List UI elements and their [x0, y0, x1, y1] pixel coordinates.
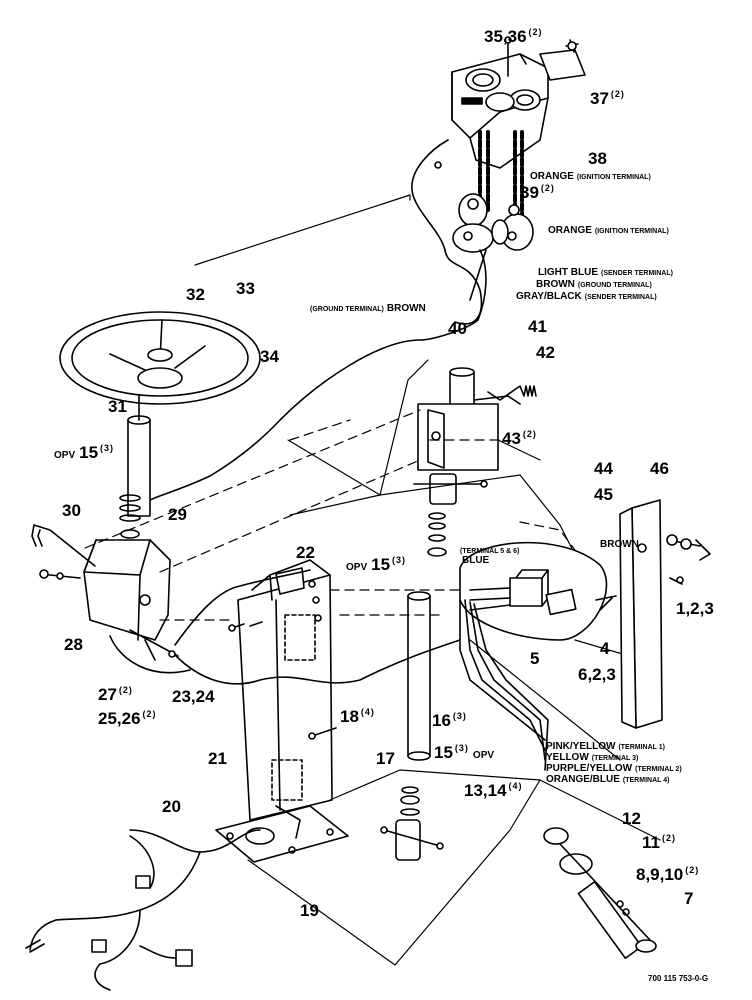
- drawing-code: 700 115 753-0-G: [648, 974, 709, 983]
- instrument-cluster: [451, 53, 549, 169]
- callout-33: 33: [236, 279, 255, 298]
- callout-44: 44: [594, 459, 613, 478]
- wire-label-orange-2: ORANGE(IGNITION TERMINAL): [548, 225, 669, 236]
- mounting-bracket-46: [619, 499, 711, 729]
- callout-15-opv-c: 15(3)OPV: [434, 743, 495, 762]
- callout-20: 20: [162, 797, 181, 816]
- callout-23-24: 23,24: [172, 687, 215, 706]
- steering-shaft: [119, 395, 151, 539]
- wire-label-orange-1: ORANGE(IGNITION TERMINAL): [530, 171, 651, 182]
- universal-joint-lower: [380, 786, 444, 861]
- wire-label-lightblue: LIGHT BLUE(SENDER TERMINAL): [538, 267, 673, 278]
- spring: [487, 385, 537, 401]
- callout-30: 30: [62, 501, 81, 520]
- shift-handle: [31, 524, 96, 567]
- callout-25-26: 25,26(2): [98, 709, 157, 728]
- cluster-harness-wire: [149, 139, 487, 501]
- callout-43: 43(2): [502, 429, 537, 448]
- assembly-dashed-lines: [84, 409, 601, 621]
- wire-label-yellow: YELLOW(TERMINAL 3): [546, 752, 639, 763]
- steering-box: [39, 539, 179, 661]
- callout-8-9-10: 8,9,10(2): [636, 865, 700, 884]
- cluster-cover: [539, 39, 586, 81]
- wire-label-brown-2: (GROUND TERMINAL)BROWN: [310, 303, 426, 314]
- callout-45: 45: [594, 485, 613, 504]
- wire-label-orangeblue: ORANGE/BLUE(TERMINAL 4): [546, 774, 670, 785]
- upper-column-tube: [417, 367, 521, 471]
- callout-11: 11(2): [642, 833, 676, 852]
- callout-13-14: 13,14(4): [464, 781, 523, 800]
- main-wiring-harness: [25, 829, 261, 991]
- lower-steering-shaft: [407, 591, 431, 761]
- callout-19: 19: [300, 901, 319, 920]
- harness-wire-long: [109, 569, 461, 685]
- callout-17: 17: [376, 749, 395, 768]
- support-base-plate: [215, 805, 349, 863]
- callout-34: 34: [260, 347, 279, 366]
- leader-lines: [194, 194, 661, 966]
- relay-harness: [459, 541, 617, 771]
- callout-5: 5: [530, 649, 540, 668]
- callout-41: 41: [528, 317, 547, 336]
- wire-label-pinkyellow: PINK/YELLOW(TERMINAL 1): [546, 741, 665, 752]
- steering-wheel: [59, 311, 261, 405]
- callout-18: 18(4): [340, 707, 375, 726]
- callout-16: 16(3): [432, 711, 467, 730]
- callout-39: 39(2): [520, 183, 555, 202]
- callout-40: 40: [448, 319, 467, 338]
- callout-27: 27(2): [98, 685, 133, 704]
- brake-lever-assembly: [543, 827, 657, 960]
- callout-35-36: 35,36(2): [484, 27, 543, 46]
- callout-32: 32: [186, 285, 205, 304]
- callout-12: 12: [622, 809, 641, 828]
- callout-37: 37(2): [590, 89, 625, 108]
- callout-21: 21: [208, 749, 227, 768]
- support-column: [237, 559, 333, 821]
- callout-7: 7: [684, 889, 694, 908]
- wire-label-brown-1: BROWN(GROUND TERMINAL): [536, 279, 652, 290]
- support-bracket-22: [275, 567, 305, 595]
- callout-28: 28: [64, 635, 83, 654]
- callout-31: 31: [108, 397, 127, 416]
- callout-46: 46: [650, 459, 669, 478]
- wire-label-grayblack: GRAY/BLACK(SENDER TERMINAL): [516, 291, 657, 302]
- wire-label-brown-3: BROWN: [600, 539, 639, 550]
- callout-4: 4: [600, 639, 610, 658]
- wire-label-purpleyellow: PURPLE/YELLOW(TERMINAL 2): [546, 763, 682, 774]
- universal-joint-upper: [413, 473, 488, 557]
- wire-label-term56: (TERMINAL 5 & 6): [460, 548, 520, 555]
- callout-38: 38: [588, 149, 607, 168]
- callout-42: 42: [536, 343, 555, 362]
- callout-29: 29: [168, 505, 187, 524]
- callout-1-2-3: 1,2,3: [676, 599, 714, 618]
- callout-6-2-3: 6,2,3: [578, 665, 616, 684]
- callout-22: 22: [296, 543, 315, 562]
- misc-fasteners: [228, 621, 337, 740]
- wire-label-blue: BLUE: [462, 555, 490, 566]
- gauge-sender-terminals: [452, 193, 534, 253]
